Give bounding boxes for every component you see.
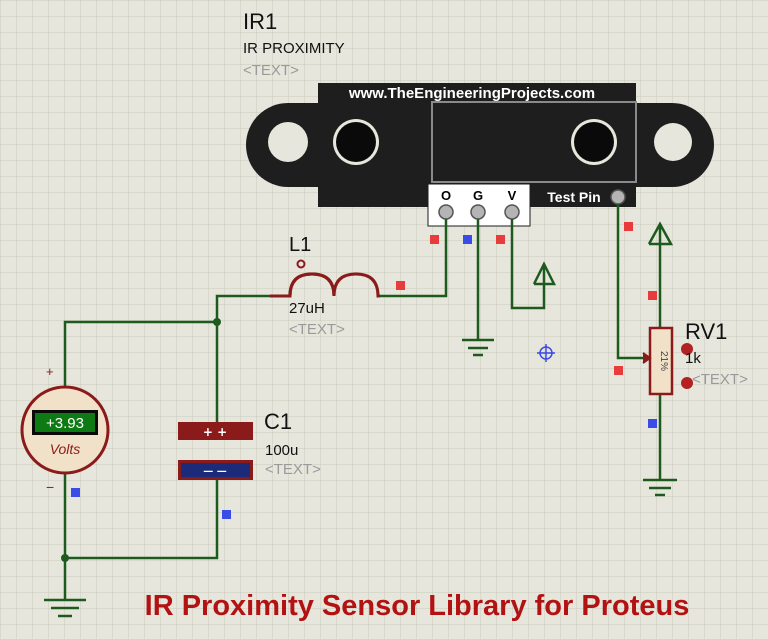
pin-o-terminal[interactable] (438, 204, 454, 220)
junction-node-bottom (61, 554, 69, 562)
pin-label-o: O (441, 188, 451, 203)
voltmeter-reading: +3.93 (46, 415, 84, 432)
wire-cap-bottom-return (65, 480, 219, 560)
pin-label-g: G (473, 188, 483, 203)
voltmeter-plus-label: + (46, 364, 54, 379)
pin-test-terminal[interactable] (610, 189, 626, 205)
inductor-text-label: <TEXT> (289, 321, 345, 338)
capacitor-text-label: <TEXT> (265, 461, 321, 478)
pot-value-label: 1k (685, 350, 701, 367)
sensor-text-label: <TEXT> (243, 62, 299, 79)
emitter-lens-inner-icon (336, 122, 376, 162)
inductor-value-label: 27uH (289, 300, 325, 317)
wire-node-to-meter-top (63, 320, 217, 400)
schematic-title: IR Proximity Sensor Library for Proteus (145, 590, 690, 622)
potentiometer-rv1[interactable]: 21% (642, 326, 693, 396)
pin-markers (71, 222, 657, 519)
sensor-window (431, 101, 637, 183)
sensor-url: www.TheEngineeringProjects.com (348, 85, 595, 102)
wire-v-to-supply (510, 219, 546, 310)
wire-inductor-to-cap (215, 294, 270, 422)
inductor-l1[interactable] (270, 259, 380, 298)
pin-marker-red (624, 222, 633, 231)
mount-hole-right (654, 123, 692, 161)
ground-icon-pot (643, 478, 677, 497)
power-arrow-icon-v (532, 261, 557, 286)
power-arrow-icon-pot (647, 221, 674, 246)
mount-hole-left (268, 122, 308, 162)
cap-plus-marks: + + (203, 425, 227, 439)
voltmeter-unit: Volts (50, 441, 81, 457)
pin-marker-red (396, 281, 405, 290)
pin-marker-blue (71, 488, 80, 497)
pin-g-terminal[interactable] (470, 204, 486, 220)
pin-label-test: Test Pin (547, 189, 600, 205)
wire-o-to-inductor (380, 219, 448, 298)
pot-text-label: <TEXT> (692, 371, 748, 388)
sensor-ref-label: IR1 (243, 9, 277, 34)
junction-node-top (213, 318, 221, 326)
sensor-name-label: IR PROXIMITY (243, 40, 345, 57)
capacitor-c1[interactable]: + + — — (178, 422, 253, 480)
pot-terminal-bottom[interactable] (681, 377, 693, 389)
wires (63, 204, 662, 600)
pot-ref-label: RV1 (685, 319, 727, 344)
cap-minus-marks: — — (203, 466, 226, 477)
pot-wiper-arrow-icon (642, 352, 652, 364)
origin-crosshair-icon (537, 344, 555, 362)
pin-marker-red (496, 235, 505, 244)
pot-terminal-top[interactable] (681, 343, 693, 355)
voltmeter-minus-label: − (46, 479, 54, 495)
pin-label-v: V (508, 188, 517, 203)
pin-marker-red (430, 235, 439, 244)
pin-marker-blue (222, 510, 231, 519)
voltmeter[interactable]: +3.93 Volts (20, 385, 110, 475)
inductor-ref-label: L1 (289, 234, 311, 256)
receiver-lens-inner-icon (574, 122, 614, 162)
pot-body (648, 326, 674, 396)
ground-icon-main (44, 598, 86, 618)
inductor-dot-icon (296, 259, 306, 269)
pin-v-terminal[interactable] (504, 204, 520, 220)
pin-marker-blue (648, 419, 657, 428)
ground-icon-ir (462, 338, 494, 357)
wire-test-to-wiper (616, 204, 650, 360)
capacitor-ref-label: C1 (264, 409, 292, 434)
pin-marker-red (614, 366, 623, 375)
capacitor-value-label: 100u (265, 442, 298, 459)
pin-marker-blue (463, 235, 472, 244)
pot-percent-label: 21% (658, 351, 669, 371)
pin-marker-red (648, 291, 657, 300)
cap-plate-top (178, 422, 253, 440)
